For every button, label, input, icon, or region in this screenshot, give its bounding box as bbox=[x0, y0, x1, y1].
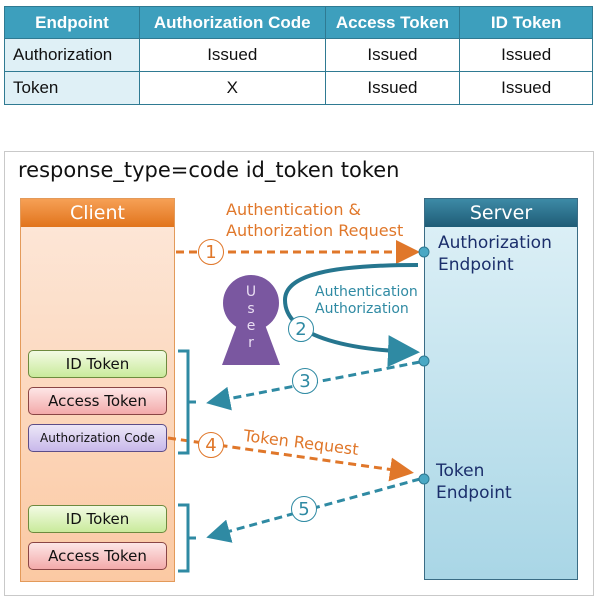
cell: X bbox=[138, 71, 326, 105]
client-box: Client ID Token Access Token Authorizati… bbox=[20, 198, 175, 582]
endpoint-line: Token bbox=[436, 461, 485, 481]
endpoint-line: Endpoint bbox=[438, 255, 514, 275]
diagram-title: response_type=code id_token token bbox=[18, 158, 400, 182]
header-endpoint: Endpoint bbox=[4, 6, 140, 39]
user-icon-head bbox=[223, 275, 279, 331]
cell: Issued bbox=[459, 71, 593, 105]
authorization-endpoint-label: Authorization Endpoint bbox=[438, 232, 552, 276]
user-letter: U bbox=[245, 284, 257, 300]
step-2-label: Authentication Authorization bbox=[315, 284, 418, 318]
server-box: Server bbox=[424, 198, 578, 580]
connector-dot bbox=[418, 473, 430, 485]
user-label: U s e r bbox=[241, 284, 261, 352]
table-header-row: Endpoint Authorization Code Access Token… bbox=[4, 6, 593, 39]
cell: Issued bbox=[459, 38, 593, 72]
row-endpoint: Token bbox=[4, 71, 140, 105]
server-header: Server bbox=[425, 199, 577, 227]
user-icon-body bbox=[222, 322, 280, 365]
access-token-box: Access Token bbox=[28, 387, 167, 415]
cell: Issued bbox=[138, 38, 326, 72]
step-2-badge: 2 bbox=[288, 316, 314, 342]
label-line: Authentication bbox=[315, 284, 418, 300]
token-endpoint-label: Token Endpoint bbox=[436, 460, 512, 504]
connector-dot bbox=[418, 246, 430, 258]
access-token-box-2: Access Token bbox=[28, 542, 167, 570]
id-token-box: ID Token bbox=[28, 350, 167, 378]
endpoint-line: Endpoint bbox=[436, 483, 512, 503]
cell: Issued bbox=[324, 71, 461, 105]
bracket-group-1 bbox=[178, 349, 196, 455]
row-endpoint: Authorization bbox=[4, 38, 140, 72]
arrow-step-2 bbox=[282, 263, 420, 368]
label-line: Authentication & bbox=[226, 200, 362, 219]
id-token-box-2: ID Token bbox=[28, 505, 167, 533]
user-letter: s bbox=[247, 301, 255, 317]
authorization-code-box: Authorization Code bbox=[28, 424, 167, 452]
endpoint-line: Authorization bbox=[438, 233, 552, 253]
client-header: Client bbox=[21, 199, 174, 227]
user-letter: r bbox=[248, 335, 254, 351]
step-5-badge: 5 bbox=[291, 496, 317, 522]
user-letter: e bbox=[246, 318, 256, 334]
label-line: Authorization bbox=[315, 301, 409, 317]
cell: Issued bbox=[324, 38, 461, 72]
bracket-group-2 bbox=[178, 503, 196, 573]
header-authorization-code: Authorization Code bbox=[138, 6, 326, 39]
table-row: Token X Issued Issued bbox=[4, 71, 593, 105]
header-id-token: ID Token bbox=[459, 6, 593, 39]
step-1-badge: 1 bbox=[198, 239, 224, 265]
step-3-badge: 3 bbox=[292, 368, 318, 394]
token-issuance-table: Endpoint Authorization Code Access Token… bbox=[4, 6, 593, 105]
connector-dot bbox=[418, 355, 430, 367]
table-row: Authorization Issued Issued Issued bbox=[4, 38, 593, 72]
step-4-badge: 4 bbox=[198, 432, 224, 458]
label-line: Authorization Request bbox=[226, 221, 404, 240]
step-1-label: Authentication & Authorization Request bbox=[226, 199, 403, 241]
